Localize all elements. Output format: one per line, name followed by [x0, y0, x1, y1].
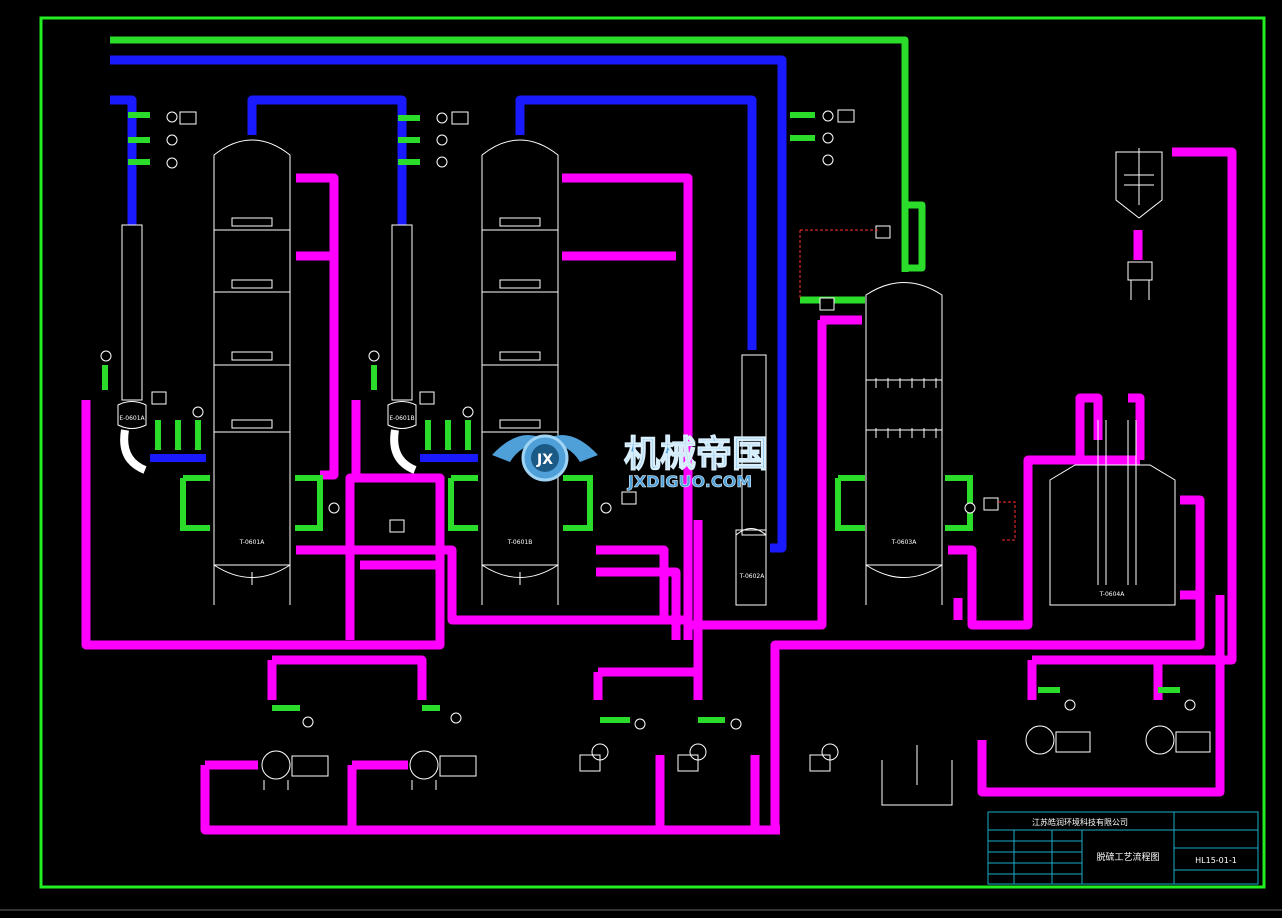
watermark-logo-icon — [492, 434, 598, 482]
condenser-e0601b — [387, 224, 417, 474]
sump-pit — [881, 745, 953, 806]
tag-t0601a: T-0601A — [239, 539, 266, 546]
tower-t0601b — [481, 139, 559, 605]
pump-2 — [409, 750, 477, 790]
drawing-frame — [39, 16, 1266, 889]
storage-tank — [1049, 420, 1176, 606]
vapor-line-t0601a-top — [247, 95, 407, 225]
drawing-title: 脱硫工艺流程图 — [1096, 851, 1159, 863]
vapor-line-t0601b-top — [515, 95, 757, 350]
tag-t0601b: T-0601B — [507, 539, 533, 546]
watermark-logo-glyph: JX — [536, 452, 553, 468]
gas-bypass-loop — [905, 201, 926, 272]
instrument-bubbles — [100, 109, 1196, 730]
pump-7 — [1145, 725, 1211, 755]
company-name: 江苏皓润环境科技有限公司 — [1032, 817, 1128, 827]
equipment-tags: T-0601A T-0601B T-0602A T-0603A E-0601A … — [119, 415, 1125, 598]
gas-main-header — [110, 36, 909, 272]
vapor-main-header — [110, 55, 787, 553]
watermark-name: 机械帝国 — [624, 434, 768, 475]
tag-t0604a: T-0604A — [1099, 591, 1126, 598]
tag-t0603a: T-0603A — [891, 539, 918, 546]
absorber-t0603a — [865, 282, 943, 605]
instrument-loops — [102, 112, 1180, 723]
liquid-lines — [81, 147, 1237, 835]
pump-3 — [579, 743, 609, 772]
tag-e0601a: E-0601A — [119, 415, 145, 422]
pump-5 — [809, 743, 839, 772]
watermark-url: JXDIGUO.COM — [627, 472, 752, 491]
tag-e0601b: E-0601B — [389, 415, 414, 422]
drawing-number: HL15-01-1 — [1195, 856, 1237, 865]
pump-6 — [1025, 725, 1091, 755]
title-block — [987, 811, 1259, 885]
pump-4 — [677, 743, 707, 772]
condenser-e0601a — [117, 224, 147, 474]
dosing-tank — [1115, 148, 1163, 300]
tag-t0602a: T-0602A — [739, 573, 766, 580]
pump-1 — [261, 750, 329, 790]
equipment — [117, 139, 1211, 806]
watermark: JX 机械帝国 JXDIGUO.COM — [492, 433, 769, 491]
tower-t0601a — [213, 139, 291, 605]
vapor-line-e0601a — [110, 95, 137, 225]
column-t0602a — [735, 354, 767, 606]
signal-lines — [799, 229, 1016, 541]
